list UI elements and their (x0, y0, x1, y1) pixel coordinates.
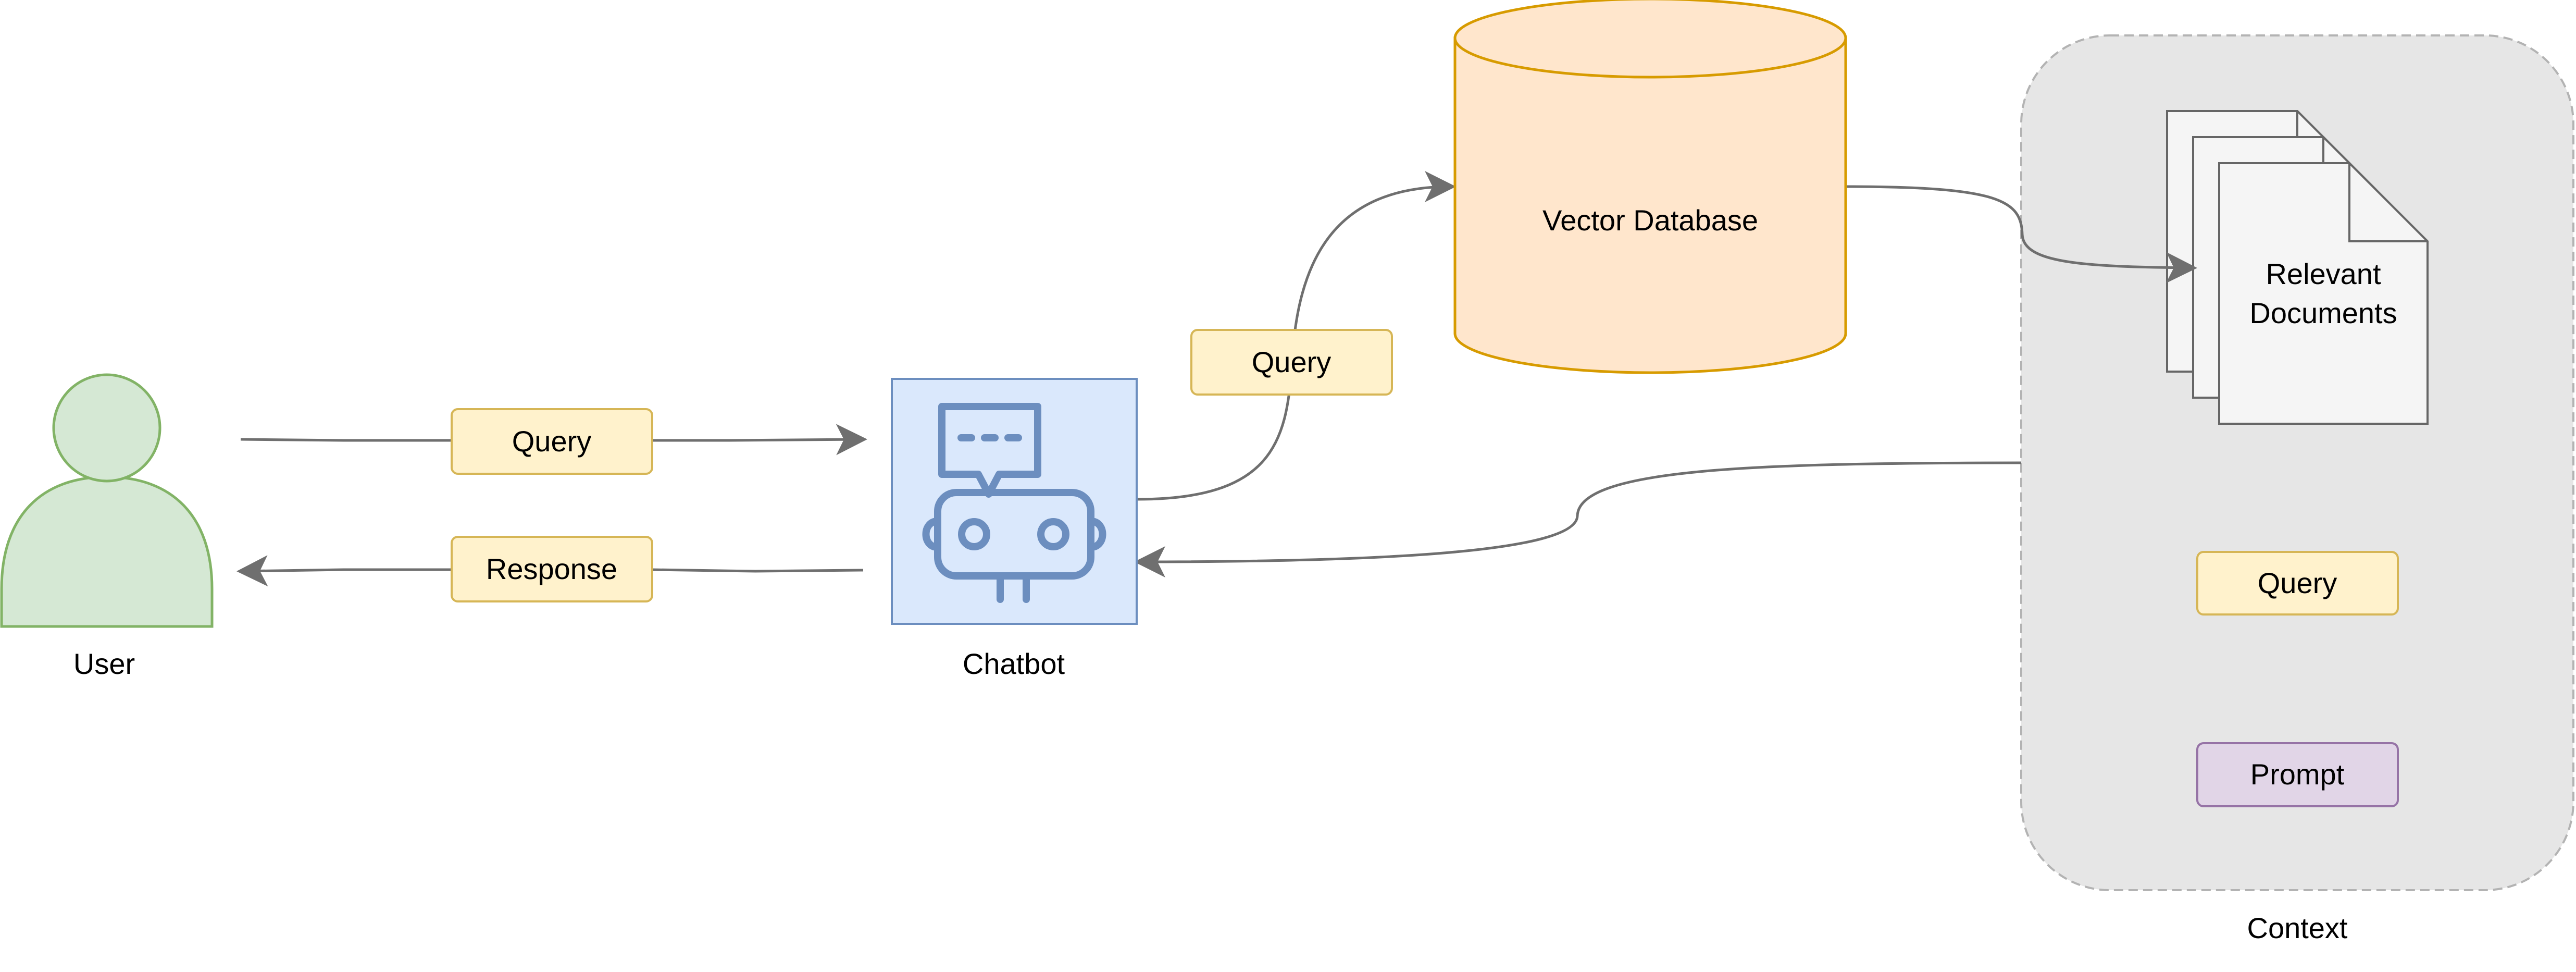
edge-label-response: Response (451, 536, 653, 602)
context-label: Context (2247, 912, 2348, 944)
user-node: User (0, 373, 214, 680)
person-icon (0, 373, 214, 628)
document-stack-icon: Relevant Documents (2166, 110, 2429, 425)
context-query-box: Query (2196, 551, 2399, 616)
context-prompt-label: Prompt (2250, 758, 2345, 791)
edge-label-user-query: Query (451, 408, 653, 475)
context-group: Context Query Prompt (2020, 34, 2574, 944)
documents-label-line2: Documents (2249, 297, 2397, 329)
context-prompt-box: Prompt (2196, 742, 2399, 807)
robot-chat-icon (922, 403, 1106, 603)
edge-label-chatbot-query: Query (1190, 329, 1393, 396)
chatbot-node: Chatbot (891, 378, 1138, 680)
vector-db-label: Vector Database (1542, 204, 1758, 237)
user-label: User (73, 647, 135, 680)
context-container (2020, 34, 2574, 891)
edge-vector-db-to-documents (1845, 185, 2197, 284)
chatbot-label: Chatbot (963, 647, 1065, 680)
context-query-label: Query (2258, 567, 2337, 599)
documents-label-line1: Relevant (2266, 257, 2381, 290)
edge-label-chatbot-query-text: Query (1252, 346, 1331, 378)
vector-db-node: Vector Database (1453, 0, 1847, 374)
edge-label-user-query-text: Query (512, 425, 592, 458)
edge-context-to-chatbot (1134, 461, 2022, 577)
edge-label-response-text: Response (486, 552, 617, 585)
chatbot-box (891, 378, 1138, 625)
database-cylinder-icon (1453, 0, 1847, 374)
